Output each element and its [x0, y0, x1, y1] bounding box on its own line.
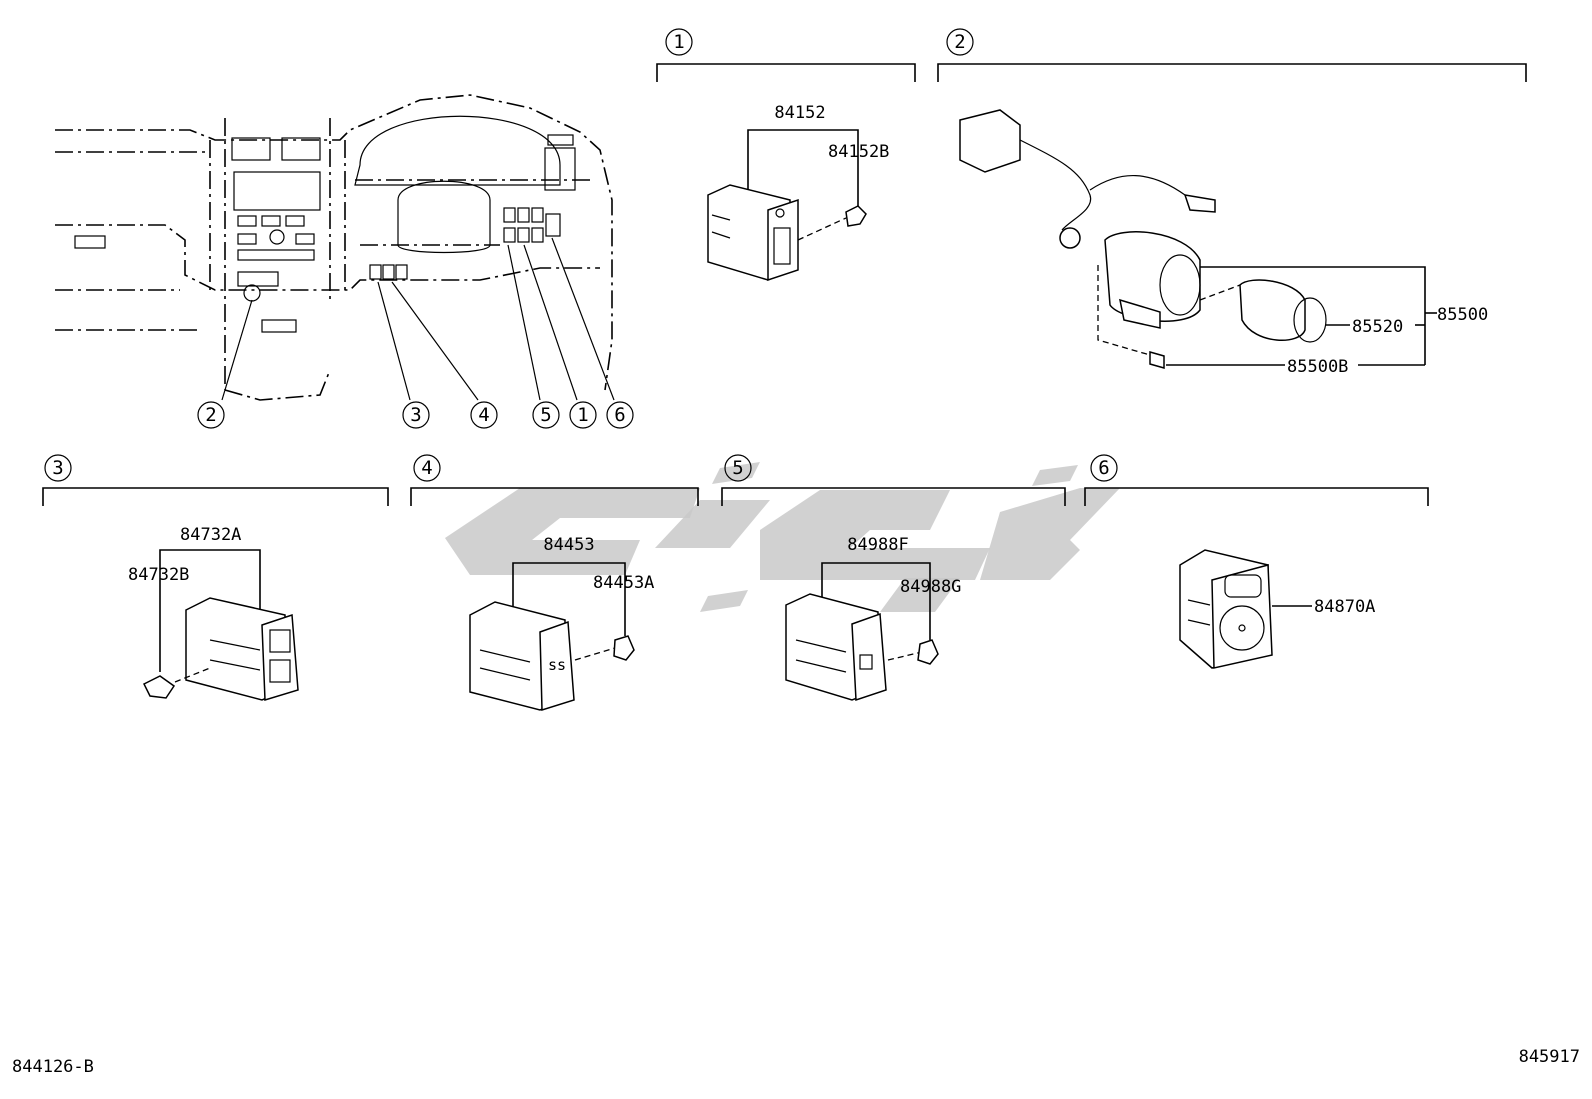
dashboard-callout: 3 [402, 401, 430, 429]
part-label-84453A: 84453A [593, 573, 654, 593]
section-marker-1: 1 [656, 28, 916, 82]
section-marker-5: 5 [721, 454, 1066, 506]
part-label-85500B: 85500B [1287, 357, 1348, 377]
svg-text:5: 5 [732, 457, 743, 479]
part-group-1: 84152 84152B [707, 103, 889, 282]
part-group-6: 84870A [1179, 549, 1375, 669]
section-marker-2: 2 [937, 28, 1527, 82]
part-label-84732B: 84732B [128, 565, 189, 585]
part-group-5: 84988F 84988G [785, 535, 961, 702]
svg-text:1: 1 [577, 404, 588, 426]
part-label-85500: 85500 [1437, 305, 1488, 325]
switch-part-84732A [185, 597, 299, 701]
part-group-2: 85500 85520 85500B [959, 109, 1488, 377]
part-label-84453: 84453 [543, 535, 594, 555]
part-group-3: 84732A 84732B [128, 525, 299, 701]
svg-text:5: 5 [540, 404, 551, 426]
clip-84453A [613, 635, 635, 661]
seat-heater-icon: ss [548, 656, 566, 674]
svg-text:2: 2 [205, 404, 216, 426]
footer-right-code: 845917 [1519, 1047, 1580, 1067]
dashboard-callout: 6 [606, 401, 634, 429]
section-marker-4: 4 [410, 454, 699, 506]
part-label-84152: 84152 [774, 103, 825, 123]
svg-text:1: 1 [673, 31, 684, 53]
dashboard-callout: 2 [197, 401, 225, 429]
svg-text:4: 4 [421, 457, 432, 479]
svg-text:4: 4 [478, 404, 489, 426]
dashboard-callout: 1 [569, 401, 597, 429]
part-label-84732A: 84732A [180, 525, 241, 545]
part-label-85520: 85520 [1352, 317, 1403, 337]
clip-84732B [142, 675, 176, 699]
seat-heater-switch-part: ss [469, 601, 575, 712]
svg-text:6: 6 [614, 404, 625, 426]
part-group-4: 84453 84453A ss [469, 535, 654, 712]
switch-part-84988F [785, 593, 887, 702]
part-label-84870A: 84870A [1314, 597, 1375, 617]
brand-watermark-logo [445, 462, 1120, 612]
svg-text:3: 3 [52, 457, 63, 479]
dimmer-switch-part [707, 184, 799, 282]
part-label-84152B: 84152B [828, 142, 889, 162]
part-label-84988G: 84988G [900, 577, 961, 597]
mirror-switch-part [1179, 549, 1273, 669]
dashboard-overview [55, 94, 615, 401]
clip-84988G [917, 639, 939, 665]
part-label-84988F: 84988F [847, 535, 908, 555]
svg-text:6: 6 [1098, 457, 1109, 479]
section-marker-6: 6 [1084, 454, 1429, 506]
clip-84152B [845, 205, 867, 227]
svg-text:2: 2 [954, 31, 965, 53]
section-marker-3: 3 [42, 454, 389, 506]
dashboard-callout: 5 [532, 401, 560, 429]
svg-text:3: 3 [410, 404, 421, 426]
footer-left-code: 844126-B [12, 1057, 94, 1077]
dashboard-callout: 4 [470, 401, 498, 429]
